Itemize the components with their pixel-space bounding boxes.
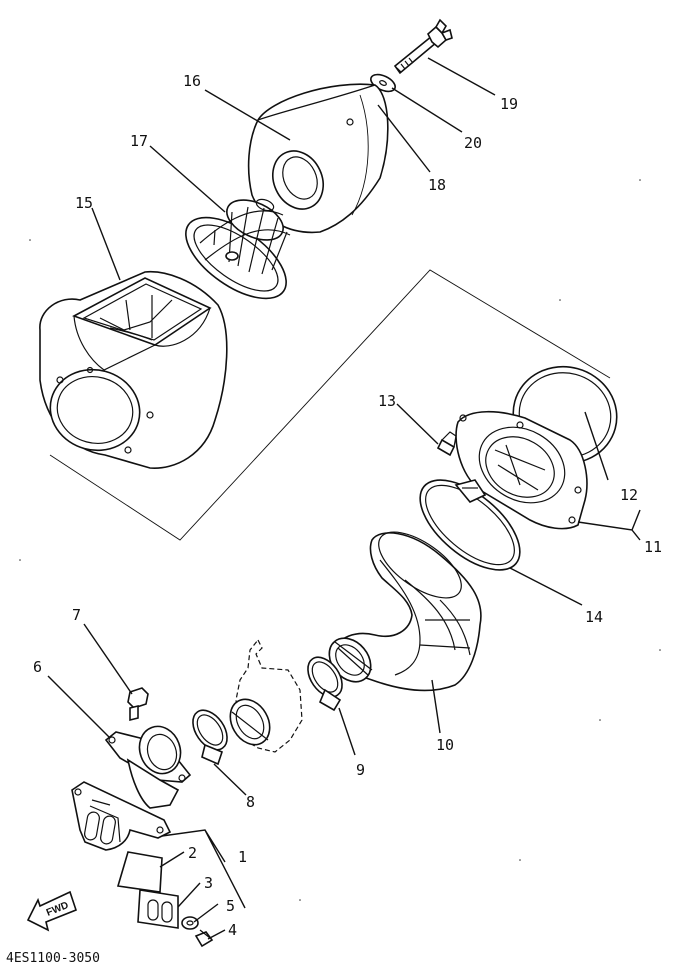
drawing-code: 4ES1100-3050 — [6, 951, 100, 966]
part-3-stopper — [137, 889, 179, 929]
part-5-washer — [181, 916, 199, 930]
part-11-joint — [455, 410, 588, 530]
part-17-filter-guide — [185, 198, 291, 300]
label-19: 19 — [500, 95, 518, 113]
label-10: 10 — [436, 736, 454, 754]
part-6-manifold — [104, 725, 192, 809]
part-19-bolt — [393, 18, 453, 75]
label-8: 8 — [246, 793, 255, 811]
label-9: 9 — [356, 761, 365, 779]
leader-lines — [47, 57, 641, 940]
part-1-reed-valve — [71, 781, 172, 851]
part-4-screw — [194, 929, 214, 948]
label-12: 12 — [620, 486, 638, 504]
label-4: 4 — [228, 921, 237, 939]
label-14: 14 — [585, 608, 603, 626]
part-2-reed — [116, 851, 163, 893]
part-13-screw — [436, 431, 457, 457]
label-11: 11 — [644, 538, 662, 556]
part-14-band — [419, 479, 521, 571]
forward-arrow-icon: FWD — [26, 890, 77, 932]
label-3: 3 — [204, 874, 213, 892]
label-17: 17 — [130, 132, 148, 150]
label-13: 13 — [378, 392, 396, 410]
label-15: 15 — [75, 194, 93, 212]
label-6: 6 — [33, 658, 42, 676]
label-16: 16 — [183, 72, 201, 90]
phantom-carburetor — [229, 638, 303, 753]
part-15-filter-case — [39, 270, 228, 469]
label-2: 2 — [188, 844, 197, 862]
label-20: 20 — [464, 134, 482, 152]
part-9-clamp — [307, 656, 343, 712]
label-5: 5 — [226, 897, 235, 915]
part-16-filter-element — [247, 83, 389, 234]
label-1: 1 — [238, 848, 247, 866]
part-7-bolt — [127, 687, 149, 722]
part-8-clamp — [192, 709, 228, 766]
label-7: 7 — [72, 606, 81, 624]
label-18: 18 — [428, 176, 446, 194]
part-labels: 1 2 3 4 5 6 7 8 9 10 11 12 13 14 15 16 1… — [33, 72, 662, 939]
scan-specks — [19, 179, 661, 901]
assembly-group-outline — [49, 269, 611, 541]
